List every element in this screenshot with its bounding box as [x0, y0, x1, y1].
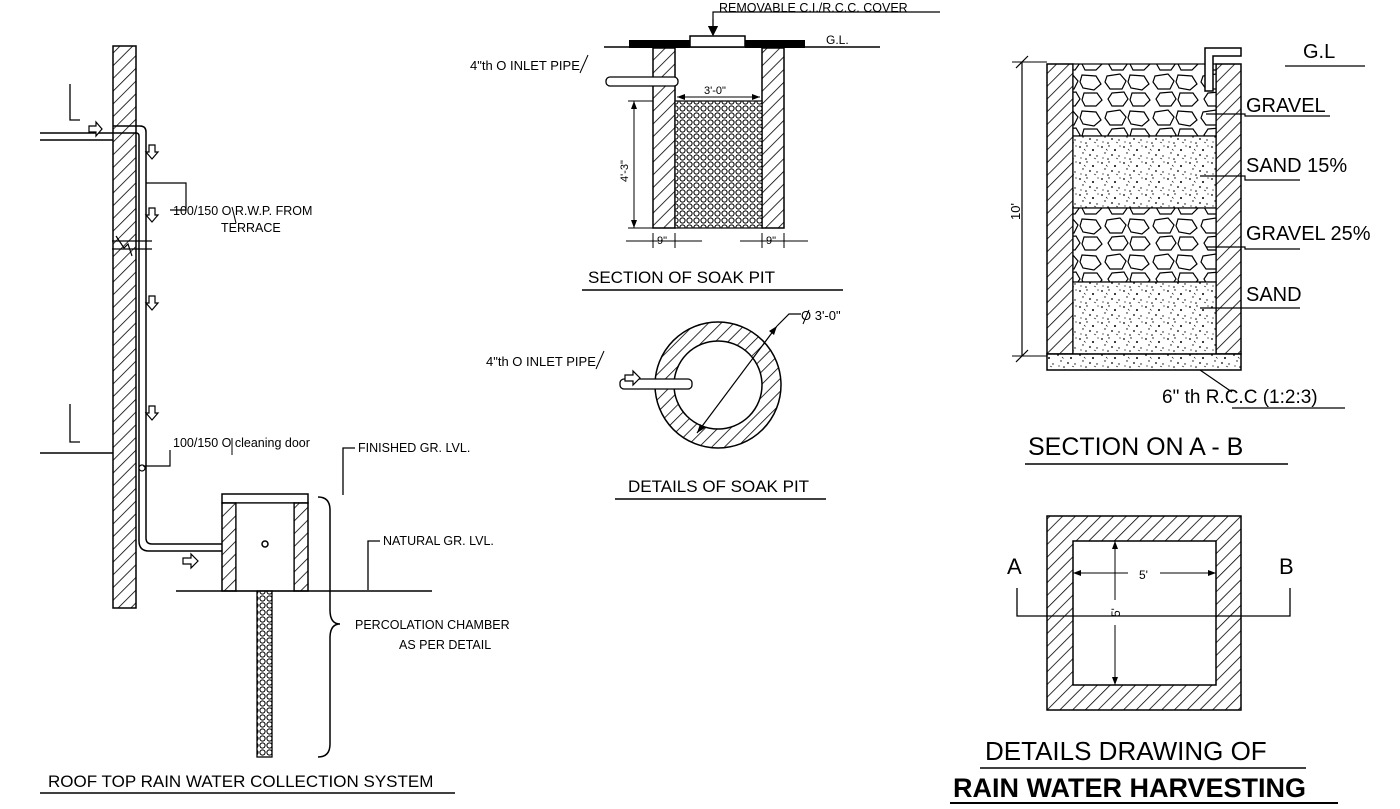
- tank-wall-left: [1046, 63, 1074, 355]
- rwp-label-line1: 100/150 O R.W.P. FROM: [173, 204, 312, 218]
- layer-gravel-top: [1072, 63, 1217, 137]
- slab-right: [745, 40, 805, 48]
- plan-dim-vertical: 5': [1109, 608, 1123, 617]
- cover-label: REMOVABLE C.I./R.C.C. COVER: [719, 1, 908, 15]
- section-ab-title: SECTION ON A - B: [1028, 433, 1243, 461]
- dimension-brace: [317, 496, 341, 758]
- tank-depth-dim: 10': [1008, 203, 1023, 220]
- pit-width-dim: 3'-0": [704, 85, 726, 97]
- chamber-wall-left: [221, 502, 237, 592]
- chamber-wall-right: [293, 502, 309, 592]
- percolation-label-line2: AS PER DETAIL: [399, 638, 491, 652]
- wall-dim-left: 9": [657, 235, 667, 247]
- layer-sand-15: [1072, 135, 1217, 209]
- tank-wall-right: [1215, 63, 1242, 355]
- section-ab: G.L 10' GRAVEL SAND 15% GRAVEL 25% SAND …: [1008, 41, 1371, 465]
- roof-top-system: 100/150 O R.W.P. FROM TERRACE 100/150 O …: [40, 45, 510, 794]
- layer-sand: [1072, 281, 1217, 355]
- soak-pit-plan-title: DETAILS OF SOAK PIT: [628, 477, 809, 496]
- level-marker: [69, 404, 80, 443]
- cleaning-door-label: 100/150 O cleaning door: [173, 436, 310, 450]
- plan-inlet-label: 4"th O INLET PIPE: [486, 354, 596, 369]
- gl-label: G.L.: [826, 33, 849, 47]
- percolation-label-line1: PERCOLATION CHAMBER: [355, 618, 510, 632]
- pit-diameter-label: O 3'-0": [801, 308, 841, 323]
- layer-label-sand: SAND: [1246, 284, 1302, 306]
- roof-system-title: ROOF TOP RAIN WATER COLLECTION SYSTEM: [48, 772, 433, 791]
- main-title-block: DETAILS DRAWING OF RAIN WATER HARVESTING: [950, 736, 1338, 804]
- rain-water-pipe: [113, 125, 222, 545]
- pit-wall-left: [652, 47, 676, 229]
- natural-ground-label: NATURAL GR. LVL.: [383, 534, 494, 548]
- layer-label-gravel-25: GRAVEL 25%: [1246, 223, 1371, 245]
- soak-pit-plan: O 3'-0" 4"th O INLET PIPE DETAILS OF SOA…: [486, 308, 841, 500]
- plan-dim-horizontal: 5': [1139, 568, 1148, 582]
- flow-arrow-icon: [88, 120, 199, 570]
- section-mark-a: A: [1007, 554, 1022, 579]
- tank-plan-inner: [1072, 540, 1217, 686]
- layer-label-gravel: GRAVEL: [1246, 95, 1326, 117]
- main-title-line1: DETAILS DRAWING OF: [985, 736, 1267, 766]
- main-title-line2: RAIN WATER HARVESTING: [953, 773, 1306, 803]
- rcc-base: [1046, 353, 1242, 371]
- layer-gravel-25: [1072, 207, 1217, 283]
- soak-pit-section: REMOVABLE C.I./R.C.C. COVER G.L. 4"th O …: [470, 1, 940, 291]
- inlet-label: 4"th O INLET PIPE: [470, 58, 580, 73]
- tank-inlet-pipe: [1204, 47, 1242, 92]
- plan-inlet-pipe: [619, 378, 693, 390]
- layer-label-sand-15: SAND 15%: [1246, 155, 1347, 177]
- pit-depth-dim: 4'-3": [619, 160, 631, 182]
- level-marker: [69, 84, 80, 121]
- section-line: [1016, 588, 1291, 617]
- removable-cover: [689, 35, 746, 48]
- inlet-pipe: [605, 76, 679, 87]
- rain-water-pipe: [113, 132, 222, 552]
- flow-arrow-icon: [624, 369, 641, 387]
- slab-left: [629, 40, 690, 48]
- pit-fill: [674, 100, 763, 229]
- rwp-label-line2: TERRACE: [221, 221, 281, 235]
- plan-ab: A B 5' 5': [1007, 515, 1294, 711]
- section-mark-b: B: [1279, 554, 1294, 579]
- soak-pit-section-title: SECTION OF SOAK PIT: [588, 268, 775, 287]
- building-wall: [112, 45, 137, 609]
- percolation-shaft: [256, 590, 273, 758]
- pit-wall-right: [761, 47, 785, 229]
- wall-dim-right: 9": [766, 235, 776, 247]
- finished-ground-label: FINISHED GR. LVL.: [358, 441, 470, 455]
- section-gl-label: G.L: [1303, 41, 1335, 63]
- chamber-cover: [221, 493, 309, 504]
- rcc-base-label: 6" th R.C.C (1:2:3): [1162, 387, 1318, 408]
